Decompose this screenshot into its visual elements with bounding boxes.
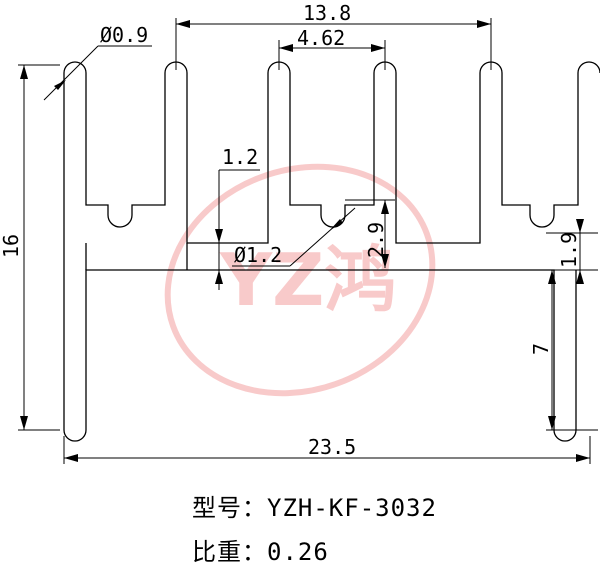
- dim-23-5: 23.5: [308, 435, 356, 459]
- dim-1-9: 1.9: [557, 232, 581, 268]
- dim-16: 16: [0, 234, 23, 258]
- watermark-text: YZ鸿: [219, 238, 396, 322]
- weight-value: 0.26: [267, 538, 329, 566]
- dim-4-62: 4.62: [297, 26, 345, 50]
- dim-d1-2: Ø1.2: [234, 243, 282, 267]
- dim-2-9: 2.9: [364, 222, 388, 258]
- dim-1-2: 1.2: [222, 145, 258, 169]
- model-label: 型号：: [192, 494, 267, 522]
- watermark-logo: YZ鸿: [164, 163, 436, 397]
- dim-13-8: 13.8: [303, 1, 351, 25]
- dim-7: 7: [529, 343, 553, 355]
- weight-label: 比重：: [192, 538, 267, 566]
- model-value: YZH-KF-3032: [267, 494, 437, 522]
- dim-d0-9: Ø0.9: [100, 23, 148, 47]
- weight-line: 比重：0.26: [192, 532, 329, 567]
- model-line: 型号：YZH-KF-3032: [192, 488, 437, 523]
- heatsink-profile-drawing: YZ鸿 13.8 4.62 Ø0.9 16 1.2 Ø1.2 2.: [0, 1, 600, 464]
